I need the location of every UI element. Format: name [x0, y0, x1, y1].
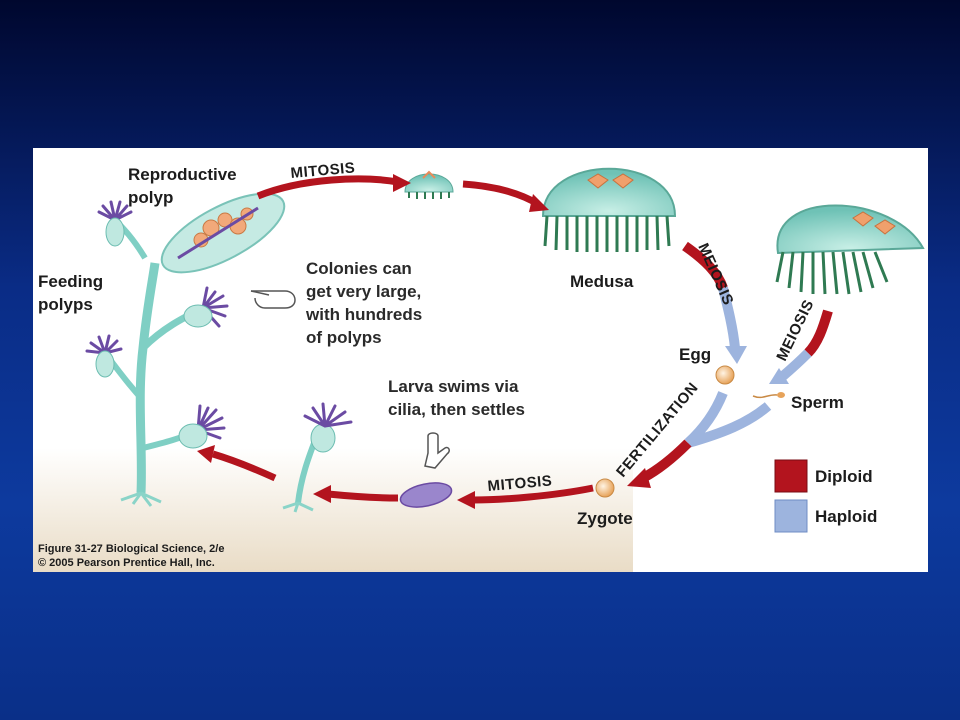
legend-swatch-diploid	[774, 459, 808, 493]
arrow-grow-colony	[211, 450, 277, 482]
medusa	[541, 167, 677, 252]
larva	[399, 482, 453, 508]
arrow-meiosis-sperm-haploid	[779, 349, 812, 380]
arrow-settle	[327, 490, 399, 502]
figure-panel: Reproductive polyp Feeding polyps Coloni…	[33, 148, 928, 572]
life-cycle-diagram: Reproductive polyp Feeding polyps Coloni…	[33, 159, 925, 572]
zygote-cell	[595, 478, 615, 498]
arrow-growth	[462, 180, 540, 208]
label-larva-note: Larva swims via cilia, then settles	[388, 377, 525, 419]
label-feeding-polyps: Feeding polyps	[38, 272, 108, 314]
sea-floor	[33, 448, 633, 572]
label-medusa: Medusa	[570, 272, 634, 291]
reproductive-polyp-body	[160, 192, 286, 274]
pointing-hand-icon	[250, 290, 296, 309]
polyp-colony	[85, 192, 286, 507]
arrow-meiosis-egg-haploid	[718, 286, 740, 349]
legend: Diploid Haploid	[774, 459, 877, 533]
arrow-mitosis-bottom	[472, 484, 594, 504]
arrow-meiosis-egg-diploid	[682, 241, 728, 290]
legend-swatch-haploid	[774, 499, 808, 533]
legend-label-diploid: Diploid	[815, 467, 873, 486]
arrow-mitosis-top	[256, 175, 399, 200]
label-colonies-note: Colonies can get very large, with hundre…	[305, 259, 427, 347]
young-medusa	[404, 170, 454, 199]
process-meiosis-right: MEIOSIS	[694, 241, 736, 308]
sperm-cell	[752, 392, 785, 399]
figure-caption: Figure 31-27 Biological Science, 2/e © 2…	[38, 543, 228, 569]
label-zygote: Zygote	[577, 509, 633, 528]
pointing-down-hand-icon	[424, 432, 450, 469]
process-mitosis-bottom: MITOSIS	[487, 472, 553, 495]
arrow-fertilization-haploid	[684, 391, 772, 448]
label-egg: Egg	[679, 345, 711, 364]
arrow-meiosis-sperm-diploid	[804, 309, 833, 357]
legend-label-haploid: Haploid	[815, 507, 877, 526]
label-sperm: Sperm	[791, 393, 844, 412]
label-reproductive-polyp: Reproductive polyp	[128, 165, 241, 207]
medusa-right	[775, 204, 925, 295]
settled-polyp	[282, 402, 353, 513]
egg-cell	[715, 365, 735, 385]
process-mitosis-top: MITOSIS	[290, 159, 356, 182]
